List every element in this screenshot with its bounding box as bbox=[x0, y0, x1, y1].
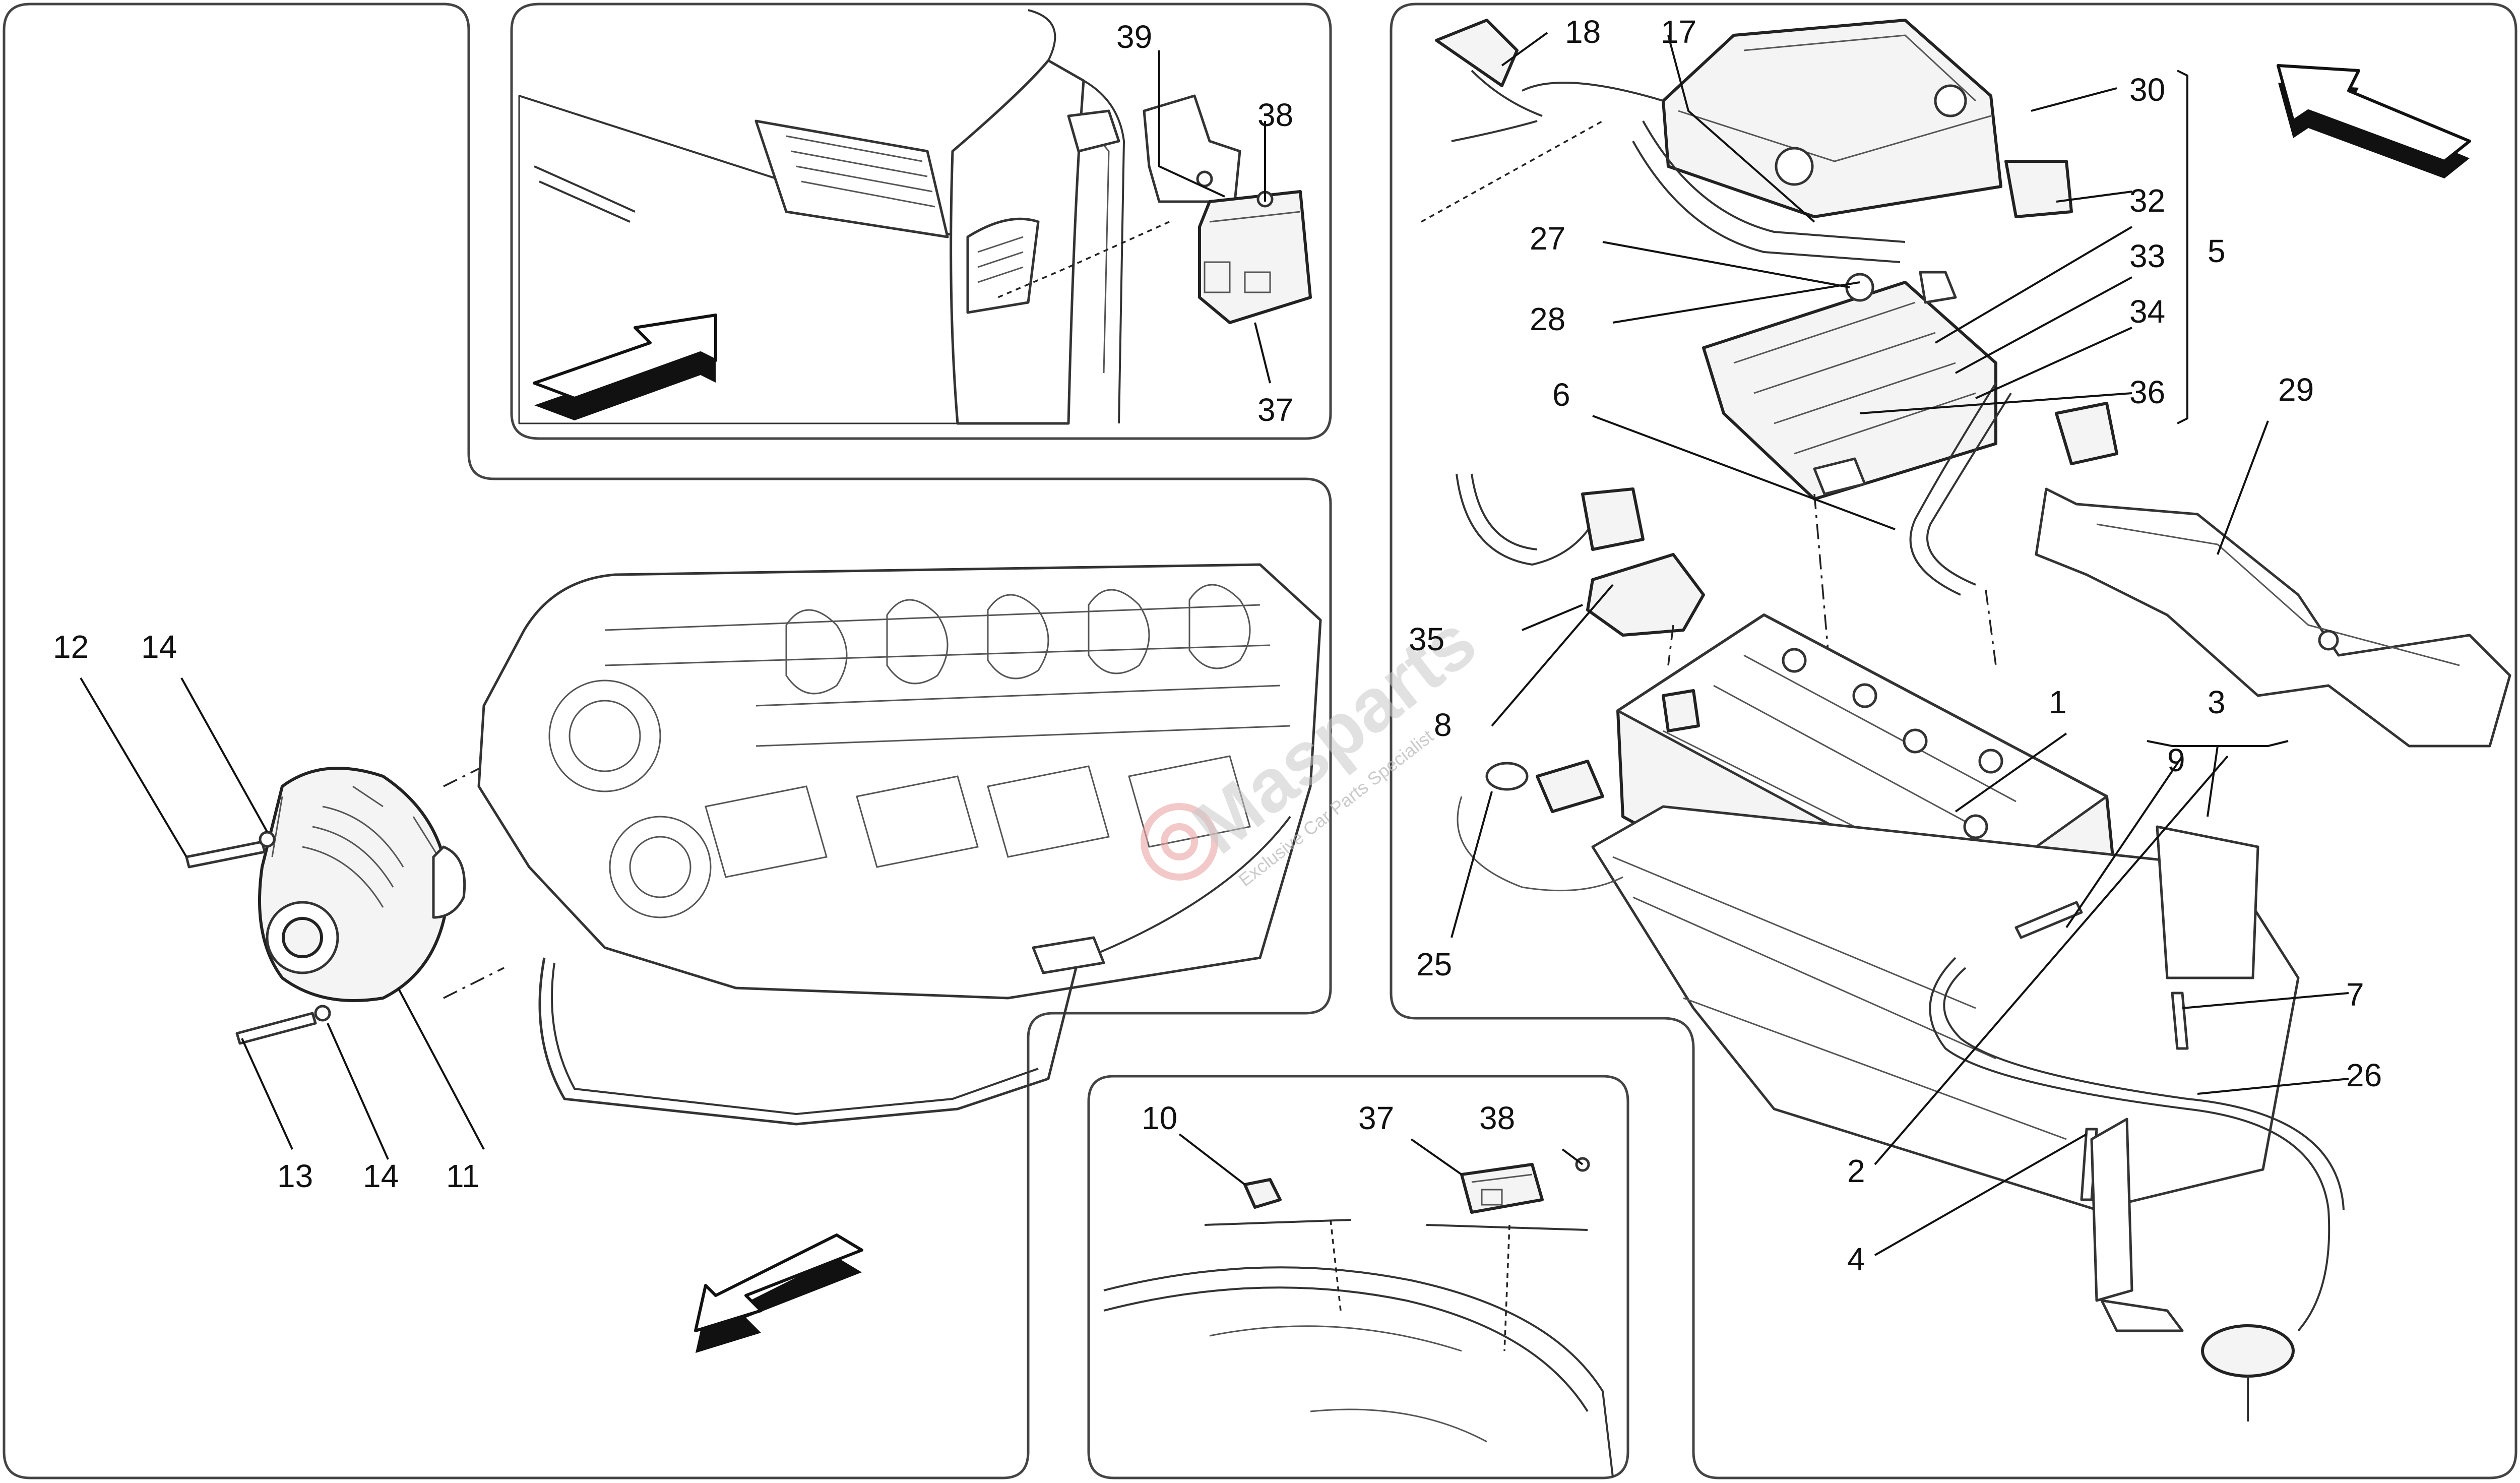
callout-38: 38 bbox=[1479, 1100, 1515, 1136]
callout-6: 6 bbox=[1552, 377, 1570, 413]
clamp-18 bbox=[1435, 19, 1519, 87]
callout-30: 30 bbox=[2129, 72, 2165, 108]
alternator bbox=[185, 745, 525, 1045]
callout-25: 25 bbox=[1416, 946, 1452, 982]
watermark-gear-icon bbox=[1141, 803, 1218, 881]
callout-12: 12 bbox=[53, 629, 89, 665]
direction-arrow-icon bbox=[533, 314, 717, 420]
callout-14: 14 bbox=[141, 629, 177, 665]
callout-3: 3 bbox=[2208, 684, 2226, 720]
callout-14: 14 bbox=[363, 1158, 399, 1194]
direction-arrow-icon bbox=[2277, 64, 2471, 178]
callout-7: 7 bbox=[2346, 976, 2364, 1013]
washer-14a bbox=[259, 831, 276, 848]
callout-8: 8 bbox=[1434, 707, 1452, 743]
callout-26: 26 bbox=[2346, 1057, 2382, 1093]
callout-29: 29 bbox=[2278, 372, 2314, 408]
callout-28: 28 bbox=[1530, 301, 1565, 337]
callout-33: 33 bbox=[2129, 238, 2165, 274]
callout-18: 18 bbox=[1565, 14, 1601, 50]
callout-37: 37 bbox=[1257, 392, 1293, 428]
nut-27 bbox=[1845, 273, 1874, 302]
callout-9: 9 bbox=[2167, 742, 2185, 778]
engine-block bbox=[477, 563, 1322, 1126]
callout-34: 34 bbox=[2129, 293, 2165, 330]
bolt-13 bbox=[235, 1012, 317, 1045]
callout-37: 37 bbox=[1358, 1100, 1394, 1136]
direction-arrow-icon bbox=[694, 1233, 863, 1353]
callout-11: 11 bbox=[446, 1158, 479, 1194]
callout-1: 1 bbox=[2049, 684, 2067, 720]
battery-assembly bbox=[1421, 19, 2511, 1422]
leader-lines bbox=[80, 32, 2349, 1256]
callout-17: 17 bbox=[1661, 14, 1696, 50]
bolt-9 bbox=[2014, 901, 2083, 939]
callout-32: 32 bbox=[2129, 182, 2165, 219]
callout-36: 36 bbox=[2129, 374, 2165, 410]
callout-5: 5 bbox=[2208, 233, 2226, 269]
plug-25 bbox=[1485, 762, 1529, 791]
callout-4: 4 bbox=[1847, 1241, 1865, 1277]
sensor-10 bbox=[1243, 1178, 1282, 1209]
clamp-8 bbox=[1586, 553, 1705, 637]
bolt-12 bbox=[185, 840, 266, 869]
callout-10: 10 bbox=[1142, 1100, 1177, 1136]
dashboard-detail bbox=[518, 9, 1312, 425]
callout-labels: 39 38 37 12 14 13 14 11 10 37 38 18 17 3… bbox=[53, 14, 2382, 1277]
callout-38: 38 bbox=[1257, 97, 1293, 133]
bolt-7 bbox=[2171, 992, 2189, 1050]
callout-27: 27 bbox=[1530, 220, 1565, 257]
trunk-detail bbox=[1103, 1157, 1614, 1477]
callout-2: 2 bbox=[1847, 1153, 1865, 1189]
washer-14b bbox=[314, 1005, 331, 1022]
callout-13: 13 bbox=[277, 1158, 313, 1194]
callout-35: 35 bbox=[1409, 621, 1444, 657]
callout-39: 39 bbox=[1116, 19, 1152, 55]
fuse-30 bbox=[2004, 160, 2073, 218]
